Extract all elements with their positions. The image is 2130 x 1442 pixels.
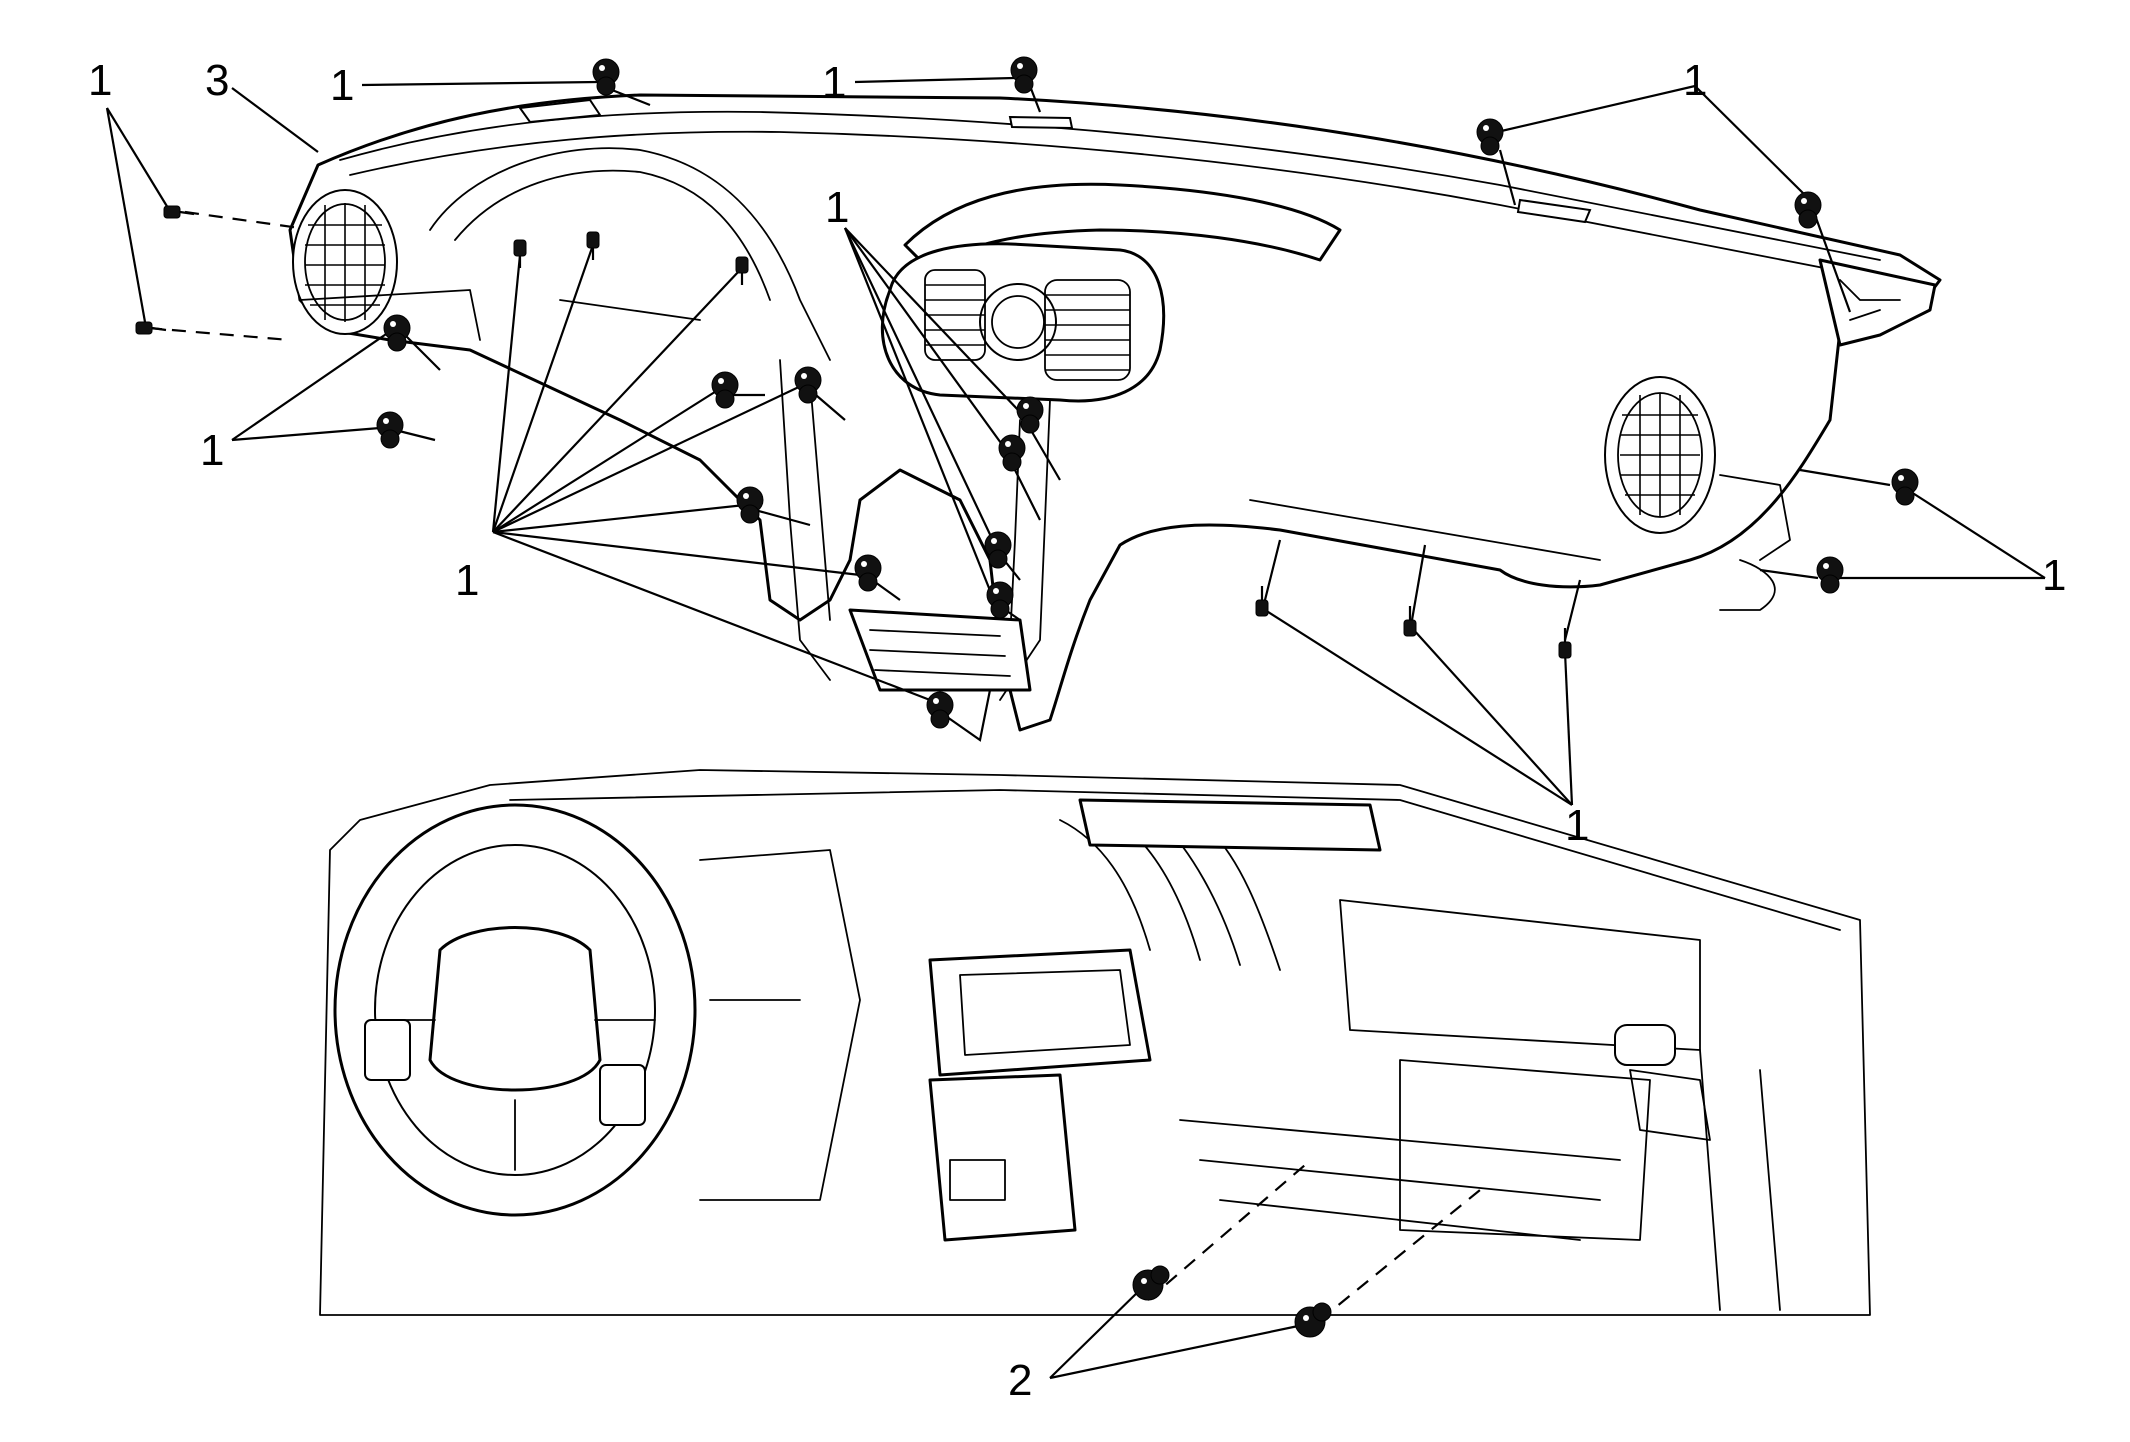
bolt-icon bbox=[711, 371, 739, 409]
screw-icon bbox=[586, 231, 600, 260]
bolt-icon bbox=[1294, 1302, 1332, 1338]
callout-label: 1 bbox=[1683, 56, 1707, 105]
callout-labels: 1 3 1 1 1 1 1 1 1 1 2 bbox=[88, 56, 2066, 1405]
bolt-icon bbox=[794, 366, 822, 404]
steering-wheel bbox=[333, 803, 697, 1217]
screw-icon bbox=[1255, 586, 1269, 617]
screw-icon bbox=[135, 321, 167, 335]
bolt-icon bbox=[1891, 468, 1919, 506]
callout-label: 1 bbox=[2042, 551, 2066, 600]
bolt-icon bbox=[984, 531, 1012, 569]
installation-paths bbox=[147, 210, 1481, 1321]
callout-label: 2 bbox=[1008, 1356, 1032, 1405]
bolt-icon bbox=[1010, 56, 1038, 94]
callout-label: 1 bbox=[455, 556, 479, 605]
bolts bbox=[135, 56, 1919, 1338]
bolt-icon bbox=[1816, 556, 1844, 594]
bolt-icon bbox=[986, 581, 1014, 619]
center-vent-grille-right bbox=[1044, 279, 1131, 381]
instrument-panel-assembly bbox=[288, 93, 1942, 732]
bolt-icon bbox=[592, 58, 620, 96]
screw-icon bbox=[1403, 606, 1417, 637]
bolt-icon bbox=[736, 486, 764, 524]
screw-icon bbox=[735, 256, 749, 285]
callout-label: 3 bbox=[205, 56, 229, 105]
bolt-icon bbox=[383, 314, 411, 352]
callout-label: 1 bbox=[200, 426, 224, 475]
screw-icon bbox=[1558, 628, 1572, 659]
bolt-icon bbox=[1016, 396, 1044, 434]
callout-label: 1 bbox=[1565, 801, 1589, 850]
callout-label: 1 bbox=[88, 56, 112, 105]
screw-icon bbox=[513, 239, 527, 268]
callout-label: 1 bbox=[825, 183, 849, 232]
leader-lines bbox=[105, 76, 2046, 1380]
bolt-icon bbox=[1476, 118, 1504, 156]
bolt-icon bbox=[926, 691, 954, 729]
callout-label: 1 bbox=[822, 58, 846, 107]
bolt-icon bbox=[1794, 191, 1822, 229]
bolt-icon bbox=[376, 411, 404, 449]
bolt-icon bbox=[1132, 1265, 1170, 1301]
bolt-icon bbox=[998, 434, 1026, 472]
screw-icon bbox=[163, 205, 195, 219]
right-outboard-vent bbox=[1604, 376, 1716, 534]
vehicle-dash-structure bbox=[319, 769, 1871, 1316]
bolt-icon bbox=[854, 554, 882, 592]
left-outboard-vent bbox=[292, 189, 398, 335]
callout-label: 1 bbox=[330, 61, 354, 110]
